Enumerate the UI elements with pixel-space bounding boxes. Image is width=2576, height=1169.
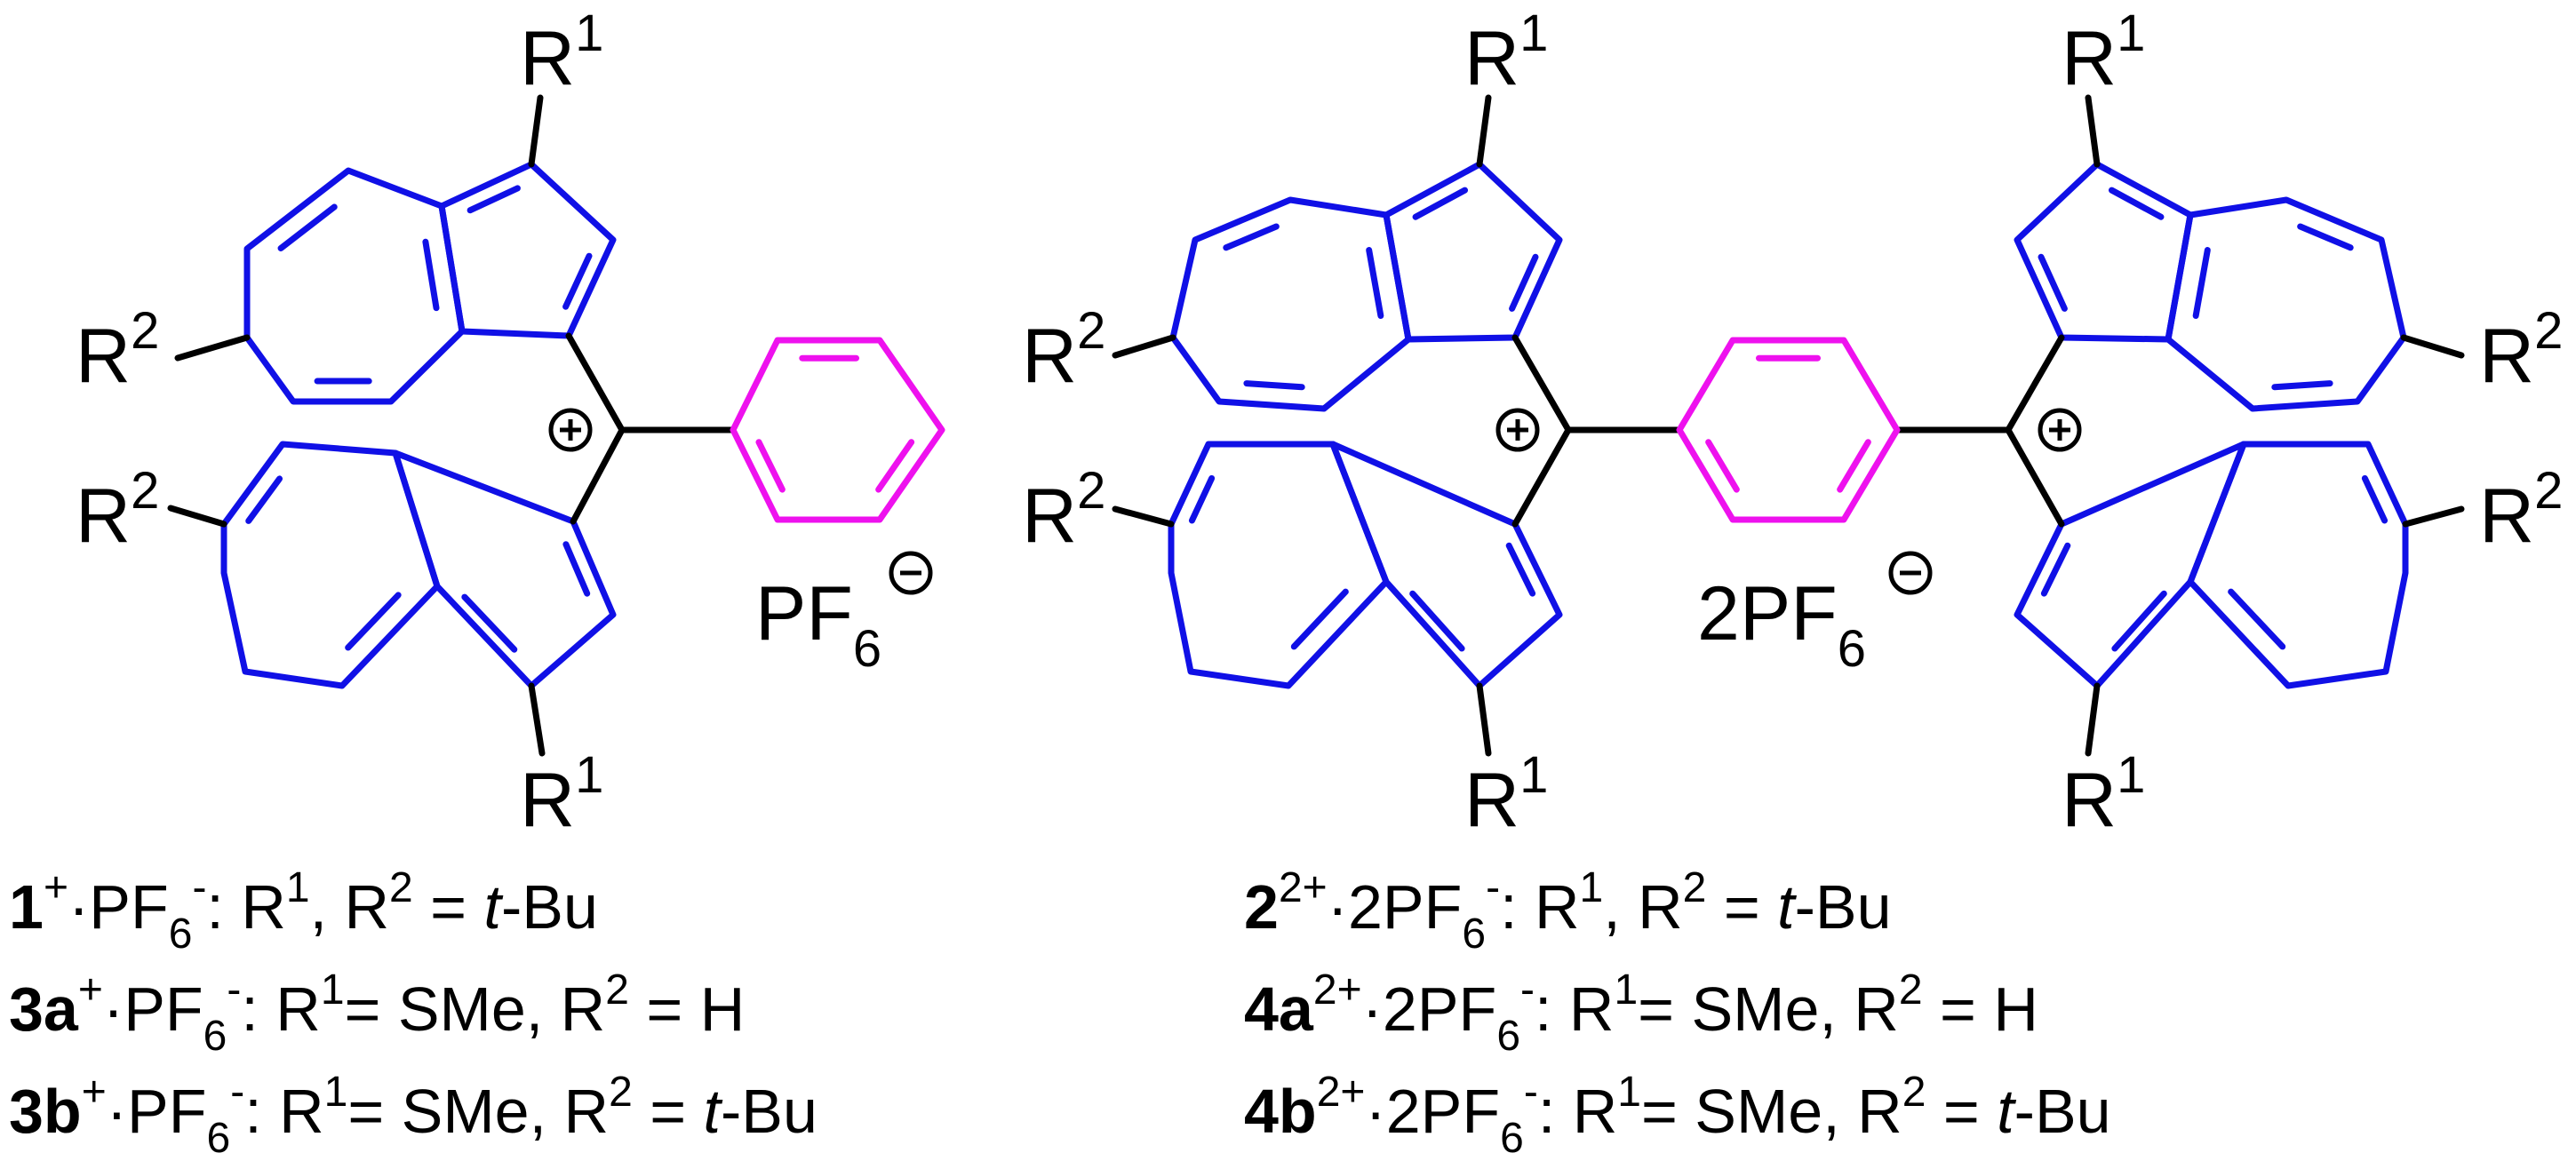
positive-charge-icon [2038, 408, 2082, 452]
substituent-label: R2 [76, 462, 159, 559]
bond-layer [167, 94, 2465, 757]
double-bond [1409, 590, 1465, 652]
azulene-five-ring [1329, 441, 1563, 689]
bond [1511, 334, 1572, 433]
double-bond [2192, 247, 2211, 319]
negative-charge-icon [1888, 551, 1933, 595]
azulene-five-ring [2014, 161, 2194, 343]
bond [1476, 94, 1492, 168]
substituent-label: R2 [2479, 462, 2563, 559]
bond [1511, 426, 1572, 528]
azulene-seven-ring [2187, 441, 2409, 689]
bond [570, 426, 626, 525]
substituent-label: R2 [76, 302, 159, 399]
double-bond [422, 238, 440, 312]
azulene-seven-ring [220, 441, 441, 689]
compound-legend-line: 4b2+·2PF6-: R1= SMe, R2 = t-Bu [1244, 1069, 2111, 1162]
positive-charge-icon [548, 408, 593, 452]
double-bond [1705, 439, 1740, 493]
double-bond [2040, 542, 2071, 597]
double-bond [1223, 223, 1280, 251]
azulene-seven-ring [2165, 196, 2407, 412]
double-bond [2271, 380, 2333, 391]
azulene-seven-ring [1168, 441, 1390, 689]
double-bond [755, 439, 786, 493]
double-bond [2228, 588, 2286, 650]
phenyl-ring [730, 337, 945, 523]
bond [2085, 682, 2101, 757]
bond [167, 505, 227, 528]
double-bond [467, 185, 521, 214]
bond [1112, 505, 1175, 528]
substituent-label: R2 [1022, 462, 1105, 559]
double-bond [2297, 223, 2354, 251]
double-bond [1366, 247, 1384, 319]
double-bond [2111, 590, 2167, 652]
substituent-label: R1 [520, 746, 603, 843]
positive-charge-icon [1495, 408, 1540, 452]
counterion-label: 2PF6 [1697, 571, 1866, 678]
substituent-label: R1 [2062, 746, 2145, 843]
azulene-five-ring [1383, 161, 1563, 343]
double-bond [1243, 380, 1305, 391]
compound-legend-line: 22+·2PF6-: R1, R2 = t-Bu [1244, 864, 1892, 958]
bond [2085, 94, 2101, 168]
double-bond [1188, 474, 1216, 524]
compound-legend-line: 3a+·PF6-: R1= SMe, R2 = H [9, 966, 745, 1060]
double-bond [1505, 542, 1536, 597]
bond [1112, 334, 1176, 359]
bond [2400, 334, 2465, 359]
bond [2005, 426, 2065, 528]
double-bond [461, 593, 518, 653]
double-bond [562, 541, 591, 597]
compound-legend-line: 3b+·PF6-: R1= SMe, R2 = t-Bu [9, 1069, 817, 1162]
negative-charge-icon [889, 551, 933, 595]
double-bond [562, 252, 593, 310]
double-bond [1290, 588, 1349, 650]
bond [174, 334, 251, 362]
substituent-label: R1 [2062, 4, 2145, 101]
bond [2402, 505, 2465, 528]
bond [528, 94, 544, 168]
substituent-label: R1 [1464, 4, 1548, 101]
double-bond [875, 439, 915, 493]
phenyl-ring [1676, 337, 1901, 523]
azulene-five-ring [2014, 441, 2247, 689]
substituent-label: R2 [2479, 302, 2563, 399]
compound-legend-line: 4a2+·2PF6-: R1= SMe, R2 = H [1244, 966, 2038, 1060]
double-bond [2361, 474, 2389, 524]
counterion-label: PF6 [755, 571, 881, 678]
double-bond [245, 475, 283, 524]
double-bond [1837, 439, 1871, 493]
bond [565, 332, 626, 433]
bond [528, 682, 546, 757]
double-bond [2038, 253, 2068, 312]
azulene-seven-ring [1169, 196, 1412, 412]
double-bond [277, 203, 338, 251]
compound-legend-line: 1+·PF6-: R1, R2 = t-Bu [9, 864, 598, 958]
double-bond [345, 592, 402, 651]
substituent-label: R2 [1022, 302, 1105, 399]
azulene-five-ring [438, 161, 617, 339]
azulene-five-ring [392, 449, 617, 689]
substituent-label: R1 [520, 4, 603, 101]
double-bond [1412, 187, 1469, 220]
substituent-label: R1 [1464, 746, 1548, 843]
double-bond [1509, 253, 1539, 312]
bond [2005, 334, 2065, 433]
bond [1476, 682, 1492, 757]
double-bond [2108, 187, 2165, 220]
